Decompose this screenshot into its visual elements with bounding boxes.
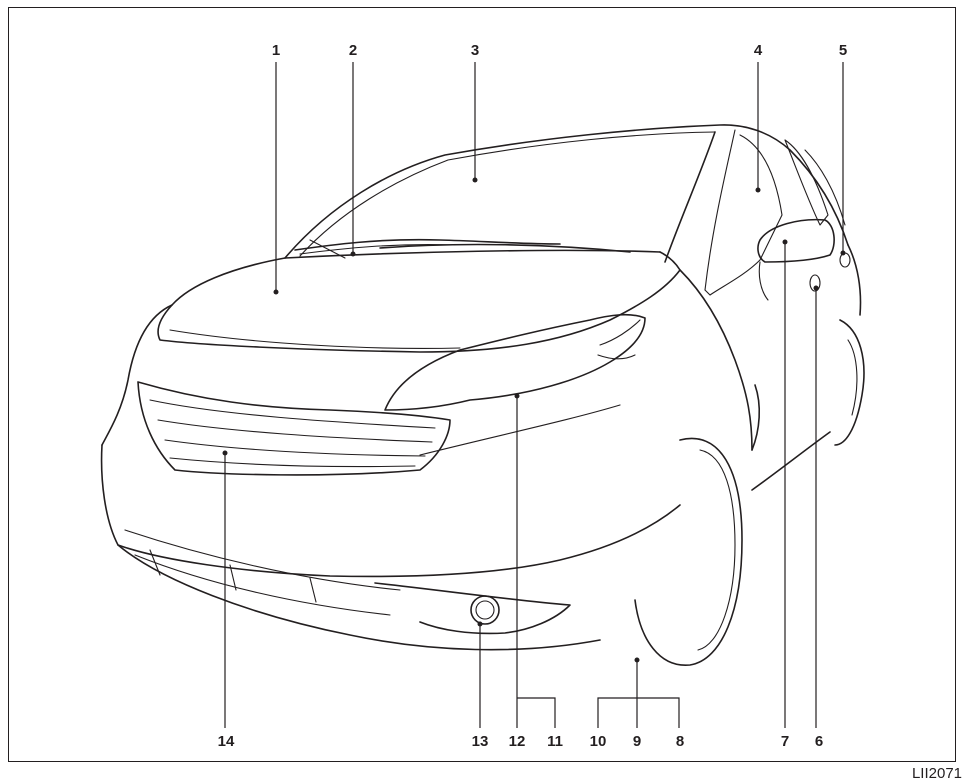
callout-numbers: 1 2 3 4 5 6 7 8 9 10 11 12 13 14 <box>218 42 848 750</box>
headlight-inner <box>597 319 641 360</box>
callout-5: 5 <box>839 42 847 59</box>
callout-13: 13 <box>472 733 489 750</box>
hood-crease <box>169 329 461 349</box>
callout-3: 3 <box>471 42 479 59</box>
fog-light <box>470 595 500 625</box>
rear-tire-inner <box>847 339 858 416</box>
wiper-arm <box>309 239 346 259</box>
fuel-door <box>839 252 851 268</box>
rear-tire <box>834 319 865 446</box>
bumper-lower <box>117 544 601 651</box>
grille-bar-1 <box>149 399 436 429</box>
callout-11: 11 <box>547 733 563 750</box>
front-tire-outer <box>634 437 743 666</box>
roof-outline <box>284 124 849 259</box>
callout-14: 14 <box>218 733 235 750</box>
callout-10: 10 <box>590 733 607 750</box>
quarter-window <box>804 149 846 226</box>
lower-intake-top <box>124 529 401 591</box>
right-fender <box>679 269 753 451</box>
door-mirror-mount <box>758 261 769 301</box>
leader-lines <box>222 62 846 728</box>
callout-2: 2 <box>349 42 357 59</box>
front-bumper <box>100 444 681 578</box>
windshield-lower-edge <box>284 249 661 259</box>
callout-4: 4 <box>754 42 763 59</box>
callout-1: 1 <box>272 42 280 59</box>
callout-7: 7 <box>781 733 789 750</box>
headlight-outline <box>384 313 646 411</box>
fog-light-inner <box>475 600 495 620</box>
a-pillar-inner <box>704 129 736 291</box>
grille-bar-2 <box>157 419 433 443</box>
a-pillar <box>664 131 716 263</box>
rear-body <box>847 244 862 316</box>
lower-intake-slat-1 <box>149 549 317 603</box>
hood-outline <box>157 251 681 353</box>
side-marker <box>809 274 821 292</box>
rear-side-window <box>784 139 829 226</box>
front-wheel-arch <box>751 384 761 451</box>
lower-intake-bottom <box>134 554 391 616</box>
figure-reference-code: LII2071 <box>911 765 962 782</box>
wiper-right <box>379 243 631 253</box>
side-sill <box>751 431 831 491</box>
grille-bar-3 <box>164 439 426 457</box>
callout-12: 12 <box>509 733 526 750</box>
callout-9: 9 <box>633 733 641 750</box>
car-illustration <box>100 124 865 666</box>
wiper-left <box>294 238 561 251</box>
callout-6: 6 <box>815 733 823 750</box>
left-fender <box>101 304 173 446</box>
headlight-lower <box>419 404 621 456</box>
roof-inner-line <box>299 131 716 257</box>
fog-light-housing <box>374 582 571 635</box>
front-tire-inner <box>697 449 736 651</box>
callout-8: 8 <box>676 733 684 750</box>
door-mirror <box>757 218 835 263</box>
front-side-window <box>704 134 783 296</box>
grille-outline <box>137 381 451 476</box>
diagram-frame <box>8 7 956 762</box>
grille-bar-4 <box>169 457 416 468</box>
